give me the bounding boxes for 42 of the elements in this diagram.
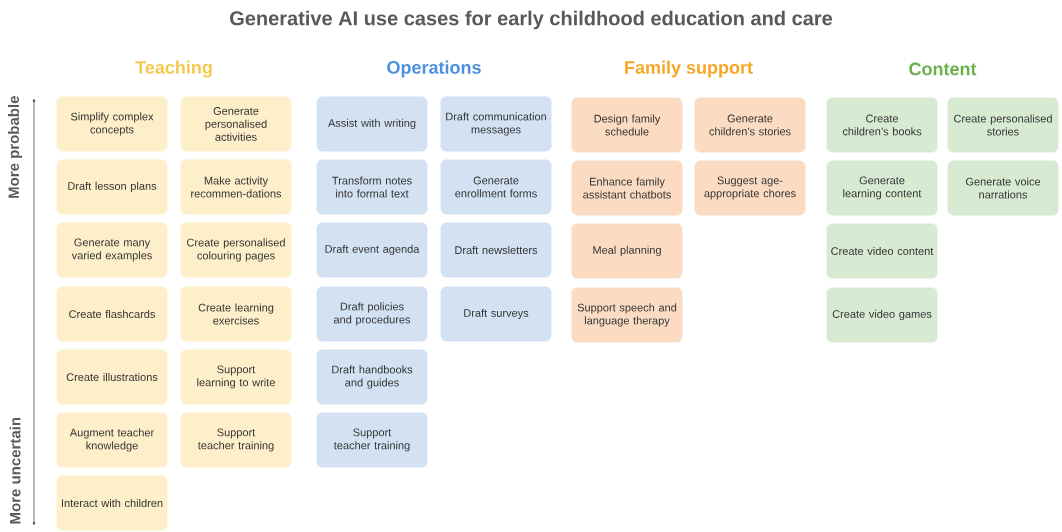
use-case-box: Support speech and language therapy (571, 287, 683, 343)
use-case-box: Transform notes into formal text (316, 159, 428, 215)
use-case-box: Augment teacher knowledge (56, 412, 168, 468)
use-case-box: Draft handbooks and guides (316, 349, 428, 405)
use-case-box: Create children’s books (826, 97, 938, 153)
column-heading: Operations (387, 60, 481, 78)
use-case-box: Generate many varied examples (56, 222, 168, 278)
use-case-box: Generate enrollment forms (440, 159, 552, 215)
use-case-box: Create personalised colouring pages (180, 222, 292, 278)
use-case-box: Enhance family assistant chatbots (571, 160, 683, 216)
use-case-box: Create video games (826, 287, 938, 343)
column-heading: Family support (625, 60, 753, 78)
use-case-box: Draft surveys (440, 286, 552, 342)
use-case-box: Support teacher training (316, 412, 428, 468)
use-case-box: Simplify complex concepts (56, 96, 168, 152)
use-case-box: Create illustrations (56, 349, 168, 405)
use-case-box: Design family schedule (571, 97, 683, 153)
use-case-box: Draft policies and procedures (316, 286, 428, 342)
use-case-box: Support teacher training (180, 412, 292, 468)
axis-label: More probable (8, 96, 22, 198)
column-heading: Teaching (135, 60, 212, 78)
use-case-box: Create personalised stories (947, 97, 1059, 153)
use-case-box: Draft communication messages (440, 96, 552, 152)
use-case-box: Create flashcards (56, 286, 168, 342)
use-case-box: Make activity recommen-dations (180, 159, 292, 215)
use-case-box: Interact with children (56, 475, 168, 531)
use-case-box: Draft lesson plans (56, 159, 168, 215)
use-case-box: Draft newsletters (440, 222, 552, 278)
axis-label: More uncertain (9, 417, 21, 524)
use-case-box: Generate personalised activities (180, 96, 292, 152)
column-heading: Content (909, 62, 977, 76)
use-case-box: Support learning to write (180, 349, 292, 405)
use-case-box: Meal planning (571, 223, 683, 279)
use-case-box: Generate voice narrations (947, 160, 1059, 216)
use-case-box: Create video content (826, 223, 938, 279)
use-case-box: Assist with writing (316, 96, 428, 152)
title: Generative AI use cases for early childhood education and care (230, 10, 833, 30)
use-case-box: Generate children's stories (694, 97, 806, 153)
use-case-box: Draft event agenda (316, 222, 428, 278)
use-case-box: Generate learning content (826, 160, 938, 216)
use-case-box: Create learning exercises (180, 286, 292, 342)
use-case-box: Suggest age-appropriate chores (694, 160, 806, 216)
